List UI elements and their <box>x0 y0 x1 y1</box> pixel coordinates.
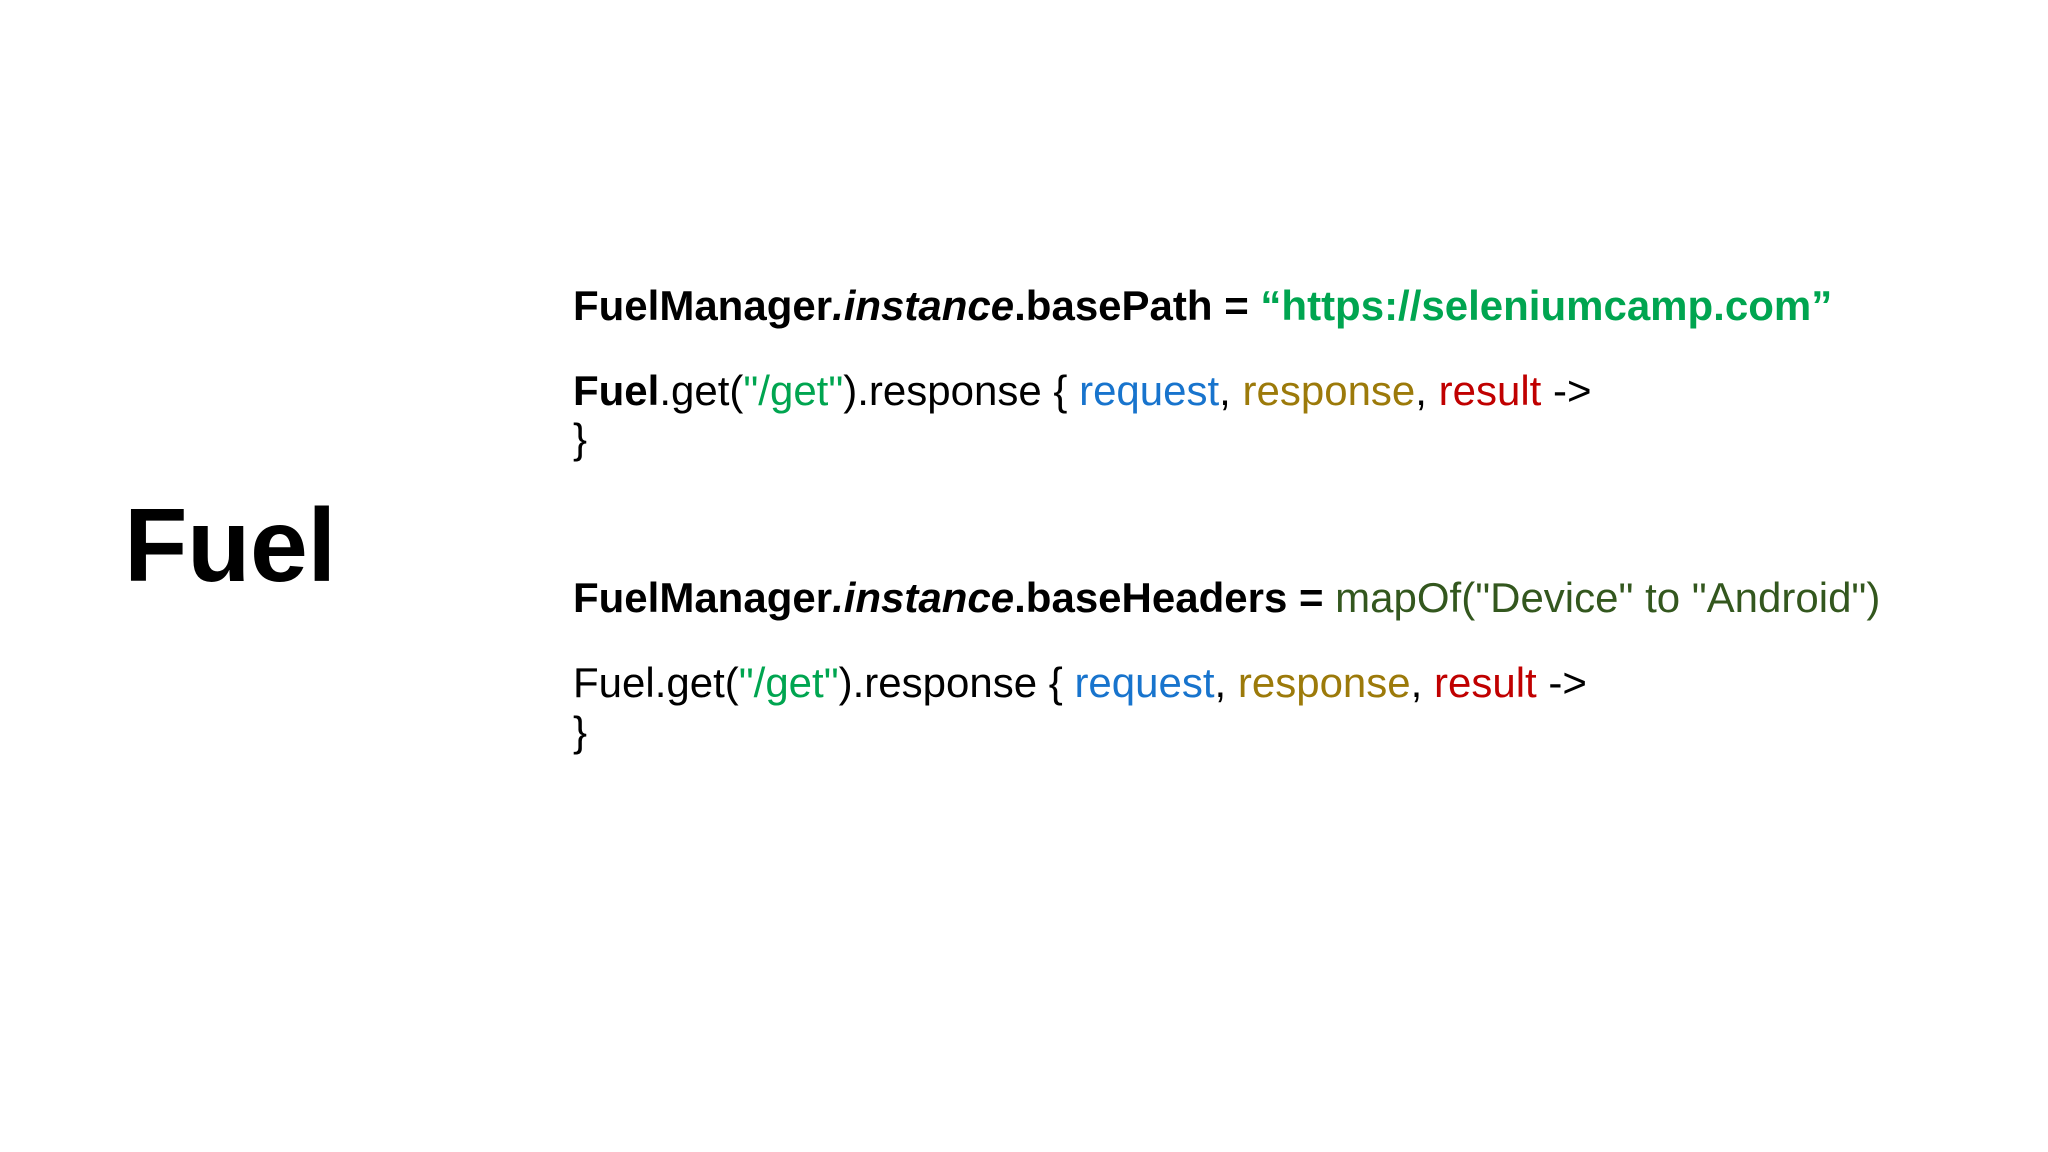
token-lambda-arrow: -> <box>1541 366 1592 414</box>
code-line: Fuel.get("/get").response { request, res… <box>573 367 1973 416</box>
token-response-open-brace: ).response { <box>843 366 1080 414</box>
token-fuelmanager: FuelManager <box>573 282 833 329</box>
token-instance: .instance <box>832 282 1015 329</box>
token-closing-brace: } <box>573 707 588 755</box>
token-baseheaders-assign: .baseHeaders = <box>1014 574 1336 622</box>
token-result-param: result <box>1434 658 1537 706</box>
token-response-param: response <box>1237 658 1411 706</box>
token-response-open-brace: ).response { <box>838 658 1075 706</box>
code-line: FuelManager.instance.baseHeaders = mapOf… <box>573 574 1973 623</box>
token-basepath-assign: .basePath = <box>1014 282 1261 329</box>
code-block-get-plain: Fuel.get("/get").response { request, res… <box>573 659 1973 756</box>
code-block-basepath: FuelManager.instance.basePath = “https:/… <box>573 282 1973 331</box>
token-comma-1: , <box>1214 658 1238 706</box>
token-fuelmanager: FuelManager <box>573 574 833 622</box>
token-base-url-string: “https://seleniumcamp.com” <box>1260 282 1833 329</box>
token-request-param: request <box>1074 658 1215 706</box>
code-line: Fuel.get("/get").response { request, res… <box>573 659 1973 708</box>
spacer <box>573 464 1973 574</box>
code-block-baseheaders: FuelManager.instance.baseHeaders = mapOf… <box>573 574 1973 623</box>
code-line: FuelManager.instance.basePath = “https:/… <box>573 282 1973 331</box>
token-closing-brace: } <box>573 415 588 463</box>
token-result-param: result <box>1438 366 1542 414</box>
token-get-open: .get( <box>659 366 744 414</box>
token-comma-1: , <box>1219 366 1243 414</box>
token-path-string: "/get" <box>743 366 844 414</box>
code-samples-column: FuelManager.instance.basePath = “https:/… <box>573 282 1973 756</box>
token-comma-2: , <box>1410 658 1434 706</box>
token-path-string: "/get" <box>738 658 839 706</box>
token-mapof-expression: mapOf("Device" to "Android") <box>1335 574 1881 622</box>
token-instance: .instance <box>832 574 1015 622</box>
token-request-param: request <box>1079 366 1220 414</box>
token-get-open: .get( <box>654 658 739 706</box>
spacer <box>573 623 1973 659</box>
code-block-get-bold: Fuel.get("/get").response { request, res… <box>573 367 1973 464</box>
token-fuel: Fuel <box>573 366 660 414</box>
page-title: Fuel <box>124 488 336 604</box>
token-response-param: response <box>1242 366 1416 414</box>
token-comma-2: , <box>1415 366 1439 414</box>
token-fuel: Fuel <box>573 658 655 706</box>
spacer <box>573 331 1973 367</box>
token-lambda-arrow: -> <box>1536 658 1587 706</box>
